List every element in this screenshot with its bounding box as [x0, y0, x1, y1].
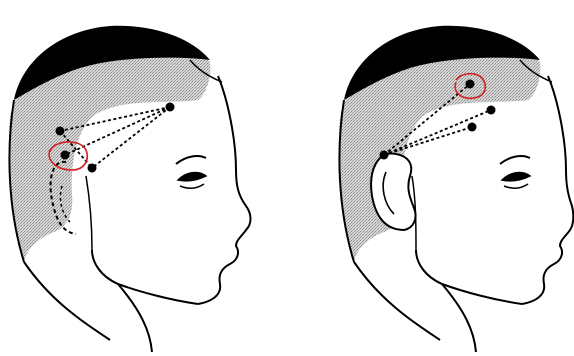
right-head	[339, 26, 573, 352]
left-circled-point	[61, 151, 70, 160]
right-eyebrow	[500, 156, 530, 164]
left-eyebrow	[176, 156, 206, 164]
right-eye-lid	[504, 184, 528, 188]
right-circled-point	[466, 80, 475, 89]
right-jaw	[416, 250, 522, 304]
left-eye	[178, 173, 206, 181]
right-middle-point	[487, 106, 496, 115]
left-jaw	[92, 250, 198, 304]
right-face-profile	[522, 76, 573, 304]
left-face-profile	[198, 76, 251, 304]
right-ear-point	[380, 151, 389, 160]
left-head	[9, 26, 251, 352]
left-neck-back	[24, 262, 110, 340]
left-lower-right-point	[88, 164, 97, 173]
left-upper-left-point	[56, 127, 65, 136]
right-lower-point	[468, 123, 477, 132]
left-top-point	[166, 103, 175, 112]
left-jaw-line	[86, 176, 92, 250]
left-eye-lid	[180, 184, 204, 188]
right-eye	[502, 173, 530, 181]
